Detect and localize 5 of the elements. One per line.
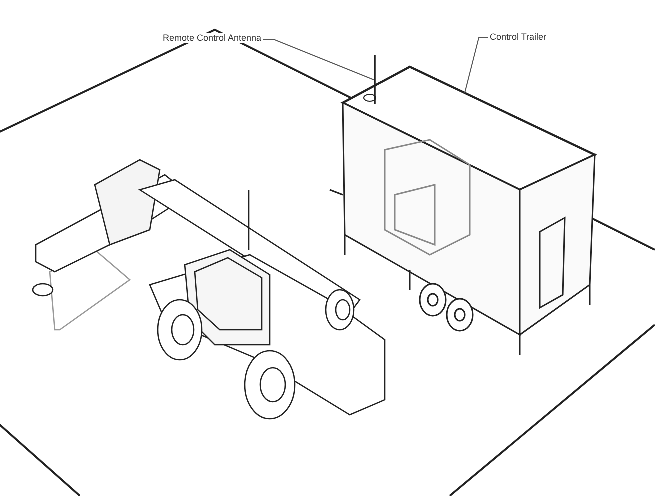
antenna-drawing [364, 55, 376, 104]
callout-label: Remote Control Antenna [162, 33, 263, 43]
leader-line [262, 40, 374, 80]
control-trailer-drawing [330, 66, 598, 355]
callout-label: Control Trailer [489, 32, 548, 42]
